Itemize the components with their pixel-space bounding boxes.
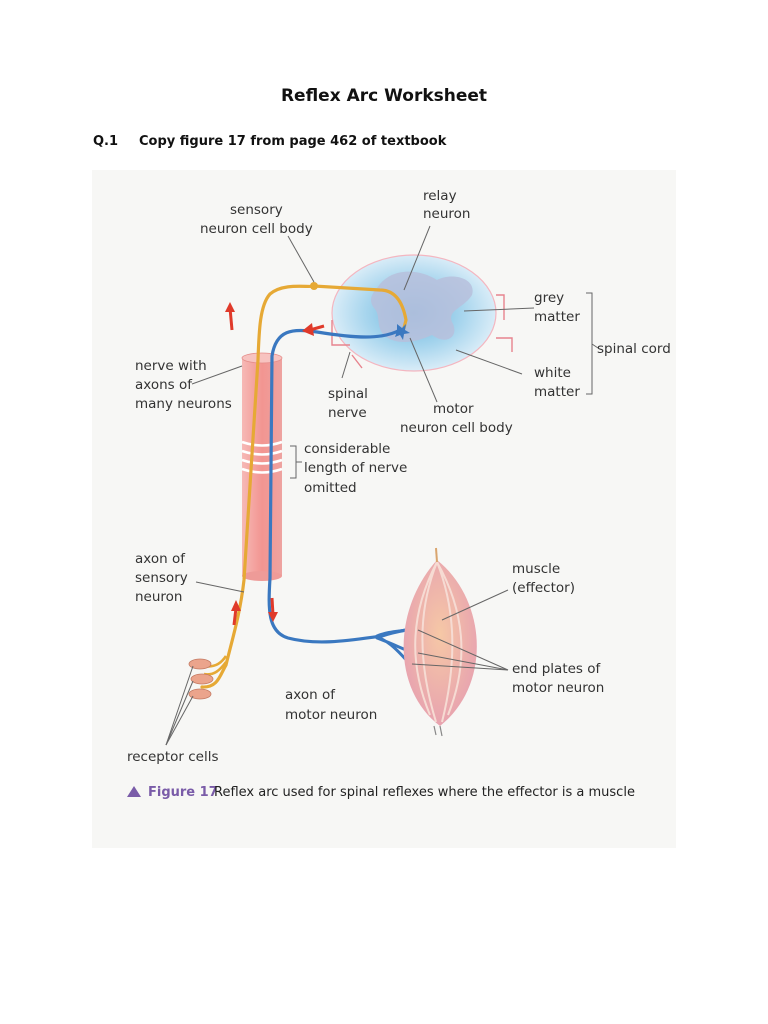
sensory-neuron-axon (200, 284, 408, 689)
leader-lines (165, 225, 599, 746)
question-number: Q.1 (93, 134, 119, 149)
label-spinal-cord: spinal cord (597, 341, 671, 357)
caption-text: Reflex arc used for spinal reflexes wher… (214, 785, 635, 800)
label-motor-cell-body: motor neuron cell body (400, 401, 513, 436)
label-nerve-with-axons: nerve with axons of many neurons (135, 358, 232, 412)
label-considerable-length: considerable length of nerve omitted (304, 441, 412, 496)
nerve-bundle (241, 352, 283, 581)
label-sensory-cell-body: sensory neuron cell body (200, 202, 313, 237)
spinal-cord (331, 254, 513, 372)
sensory-cell-body (310, 282, 318, 290)
direction-arrows (225, 302, 325, 626)
question-1: Q.1 Copy figure 17 from page 462 of textb… (93, 134, 446, 149)
label-end-plates: end plates of motor neuron (512, 661, 605, 696)
receptor-cells (188, 658, 214, 700)
label-receptor-cells: receptor cells (127, 749, 219, 765)
caption-figure-label: Figure 17 (148, 785, 218, 800)
figure-17: sensory neuron cell body relay neuron gr… (92, 170, 676, 848)
motor-cell-body (395, 324, 410, 340)
caption-triangle-icon (127, 786, 141, 797)
page-title: Reflex Arc Worksheet (280, 86, 488, 106)
muscle-effector (403, 547, 477, 737)
label-grey-matter: grey matter (534, 290, 580, 325)
figure-caption: Figure 17 Reflex arc used for spinal ref… (127, 785, 635, 800)
label-relay-neuron: relay neuron (423, 188, 471, 222)
question-text: Copy figure 17 from page 462 of textbook (139, 134, 447, 149)
label-white-matter: white matter (534, 365, 580, 400)
label-muscle: muscle (effector) (512, 561, 575, 596)
label-spinal-nerve: spinal nerve (328, 386, 372, 421)
label-axon-sensory: axon of sensory neuron (135, 551, 192, 605)
reflex-arc-diagram: sensory neuron cell body relay neuron gr… (127, 188, 671, 800)
label-axon-motor: axon of motor neuron (285, 687, 377, 723)
